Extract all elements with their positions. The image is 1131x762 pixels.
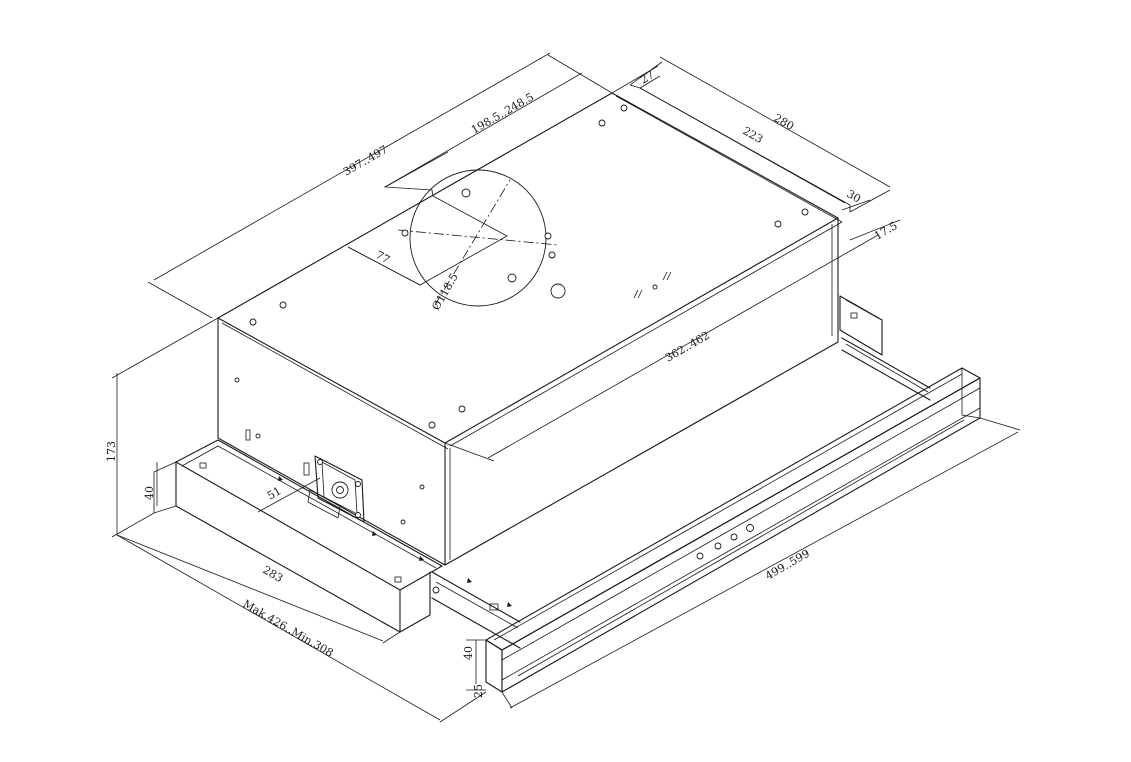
dim-panel-width: 283 xyxy=(261,563,286,585)
left-panel-front xyxy=(175,461,401,633)
dim-rear-offset: 30 xyxy=(845,187,864,205)
front-rail-mid xyxy=(435,581,519,629)
mount-hole xyxy=(401,229,409,237)
top-hole xyxy=(458,405,466,413)
rear-rail-inner xyxy=(845,299,879,319)
rail-slot xyxy=(489,603,499,611)
hood-top-edge-front xyxy=(221,322,449,450)
dim-top-depth-offset: 27 xyxy=(638,68,657,86)
side-hole xyxy=(400,519,406,525)
dimension-lines xyxy=(111,52,1021,723)
top-hole xyxy=(249,318,257,326)
top-slot xyxy=(637,289,643,299)
mount-hole xyxy=(548,251,556,259)
visor-top-inner xyxy=(493,373,963,641)
front-rail-upper xyxy=(431,571,521,623)
left-panel-inner xyxy=(181,445,437,569)
hood-rear-strip xyxy=(629,84,851,212)
dim-inner-depth: 223 xyxy=(741,124,766,146)
visor-front-band-2 xyxy=(501,407,981,681)
duct-circle xyxy=(409,169,547,307)
top-hole xyxy=(774,220,782,228)
dim-overall-length: 397..497 xyxy=(341,143,390,179)
visor-front-band-3 xyxy=(517,419,965,677)
left-panel-bevel xyxy=(153,461,177,473)
left-front-panel xyxy=(153,439,443,633)
side-hole xyxy=(419,484,425,490)
hood-left-face xyxy=(217,317,446,566)
rail-marker xyxy=(507,602,512,607)
dim-cutout-length: 198.5..248.5 xyxy=(469,90,536,136)
dim-body-length: 362..462 xyxy=(663,329,712,365)
fan-low-button-icon xyxy=(714,542,722,550)
top-slot xyxy=(666,271,672,281)
dim-extension: Mak.426..Min.308 xyxy=(241,597,336,659)
duct-cutout-outline xyxy=(347,151,508,286)
visor-assembly xyxy=(431,295,981,693)
dim-front-width: 499..599 xyxy=(763,547,812,583)
visor-right-end xyxy=(961,368,981,419)
dimension-labels: 397..497 198.5..248.5 27 280 223 30 17.5… xyxy=(105,68,900,698)
rail-slot xyxy=(850,312,858,319)
light-button-icon xyxy=(696,552,704,560)
dim-front-panel-height: 40 xyxy=(143,486,156,500)
hood-top-face xyxy=(217,92,839,444)
duct-centerline-v xyxy=(434,179,511,306)
panel-slot xyxy=(199,462,207,469)
rear-rail-block xyxy=(839,295,883,356)
visor-front xyxy=(501,377,981,693)
top-slot xyxy=(662,271,668,281)
side-rail-lower xyxy=(841,349,931,401)
dim-cutout-side: 77 xyxy=(374,248,393,266)
top-hole xyxy=(620,104,628,112)
side-rail-mid xyxy=(845,343,929,393)
dim-rear-height: 17.5 xyxy=(872,219,900,243)
side-rail-upper xyxy=(841,337,931,389)
side-slot xyxy=(303,462,310,476)
side-slot xyxy=(245,429,251,441)
hood-top-edge-rear xyxy=(615,95,843,223)
rail-hole xyxy=(432,586,440,594)
hood-top-edge-right xyxy=(449,221,843,447)
top-hole xyxy=(428,421,436,429)
dim-overall-depth: 280 xyxy=(772,111,797,133)
rail-marker xyxy=(372,531,377,536)
dim-visor-height: 40 xyxy=(462,646,475,660)
rail-marker xyxy=(278,476,283,481)
visor-end xyxy=(485,639,503,693)
duct-centerline-h xyxy=(397,229,559,246)
top-slot xyxy=(633,289,639,299)
mount-hole xyxy=(507,273,517,283)
top-hole xyxy=(652,284,658,290)
panel-slot xyxy=(394,576,402,583)
dim-height: 173 xyxy=(105,441,118,462)
mount-hole xyxy=(461,188,471,198)
side-hole xyxy=(255,433,261,439)
rail-marker xyxy=(467,578,472,583)
top-hole xyxy=(801,208,809,216)
visor-top xyxy=(485,367,981,651)
fan-high-button-icon xyxy=(746,524,754,532)
hood-right-face xyxy=(444,217,839,566)
control-panel xyxy=(696,524,754,560)
left-panel-top xyxy=(175,439,443,591)
top-hole xyxy=(279,301,287,309)
fan-mid-button-icon xyxy=(730,533,738,541)
front-rail-lower xyxy=(431,597,521,649)
left-panel-side xyxy=(399,571,431,633)
visor-front-band-1 xyxy=(501,387,981,661)
dim-visor-depth: 25 xyxy=(472,684,485,698)
top-hole xyxy=(598,119,606,127)
mount-hole xyxy=(544,232,552,240)
side-hole xyxy=(234,377,240,383)
rail-marker xyxy=(419,556,424,561)
mount-hole xyxy=(550,283,566,299)
dim-side-offset: 51 xyxy=(265,484,284,502)
top-holes xyxy=(249,104,809,429)
